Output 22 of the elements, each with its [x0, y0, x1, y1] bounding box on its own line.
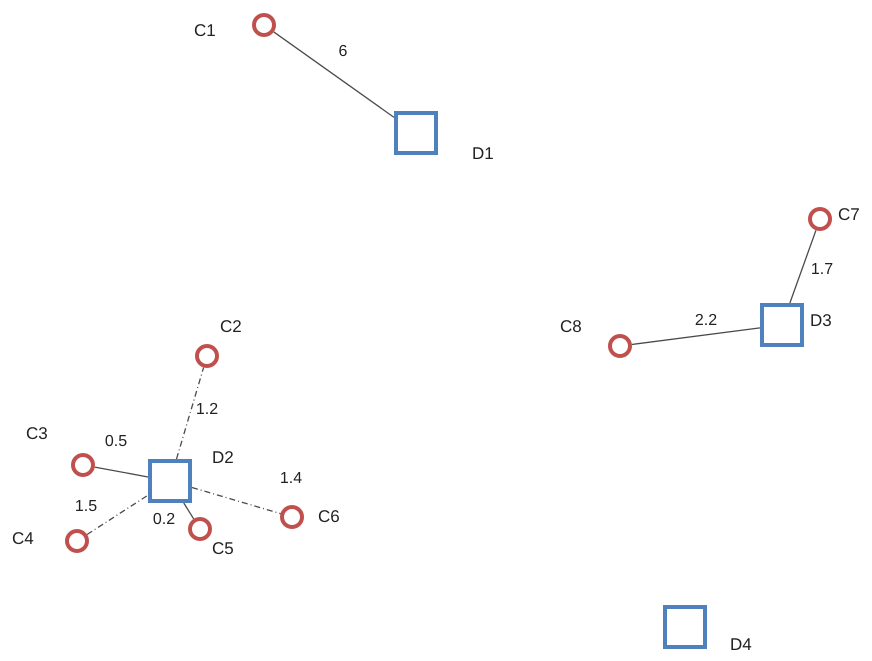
- square-node: [394, 111, 438, 155]
- connector-line: [183, 502, 194, 520]
- connector-line: [632, 327, 760, 346]
- square-node: [148, 459, 192, 503]
- node-label: D2: [212, 449, 234, 466]
- square-node: [663, 605, 707, 649]
- node-label: C6: [318, 508, 340, 525]
- connector-line: [789, 230, 817, 304]
- node-label: D3: [810, 312, 832, 329]
- node-label: D1: [472, 145, 494, 162]
- node-label: C7: [838, 206, 860, 223]
- node-label: D4: [730, 636, 752, 653]
- connector-line: [176, 367, 204, 460]
- node-label: C4: [12, 530, 34, 547]
- connector-line: [94, 466, 148, 478]
- node-label: C5: [212, 540, 234, 557]
- square-node: [760, 303, 804, 347]
- node-label: C8: [560, 318, 582, 335]
- node-label: C1: [194, 22, 216, 39]
- connector-line: [192, 486, 281, 514]
- node-label: C3: [26, 425, 48, 442]
- node-label: C2: [220, 318, 242, 335]
